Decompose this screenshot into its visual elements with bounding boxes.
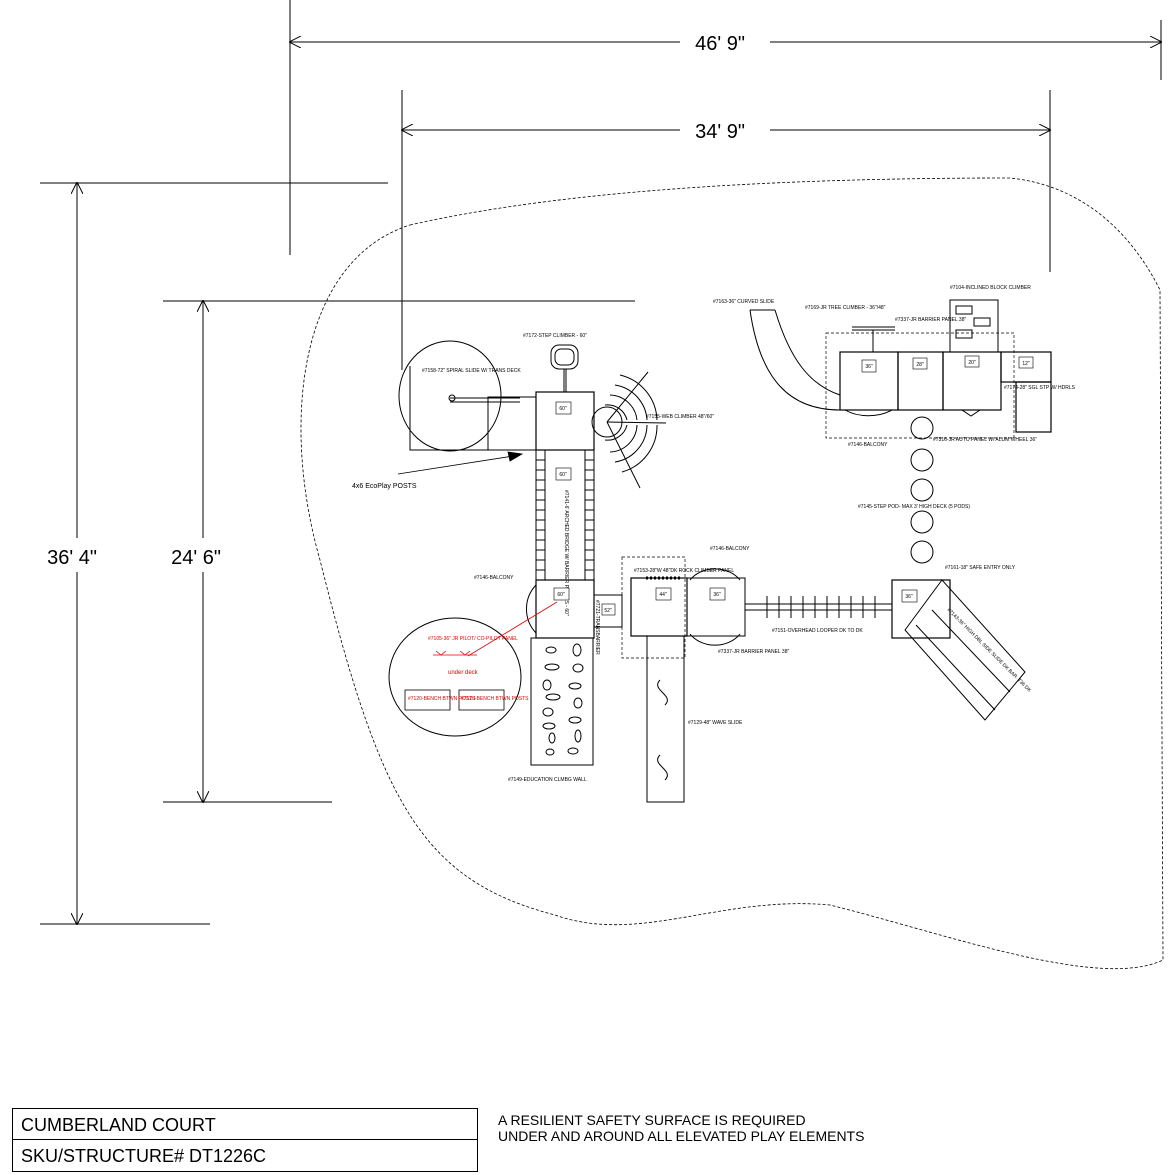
deck-tag-28 bbox=[912, 357, 928, 370]
top-decks bbox=[839, 351, 1052, 433]
wave-slide-label: #7129-48" WAVE SLIDE bbox=[688, 720, 743, 726]
rock-climber-zone bbox=[621, 556, 686, 659]
deck-tag-60b bbox=[553, 587, 570, 601]
step-pods bbox=[910, 416, 934, 564]
balcony-top-label: #7146-BALCONY bbox=[848, 442, 888, 448]
balcony-mid-label: #7146-BALCONY bbox=[710, 546, 750, 552]
transfer-deck bbox=[487, 396, 537, 451]
tree-climber-label: #7169-JR TREE CLIMBER - 36"/48" bbox=[805, 305, 886, 311]
deck-height-60b: 60" bbox=[557, 592, 565, 598]
auto-panel bbox=[960, 409, 982, 417]
overhead-looper bbox=[745, 596, 892, 618]
deck-height-36-mid: 36" bbox=[713, 592, 721, 598]
balcony-left bbox=[526, 584, 537, 634]
under-deck-leader bbox=[467, 601, 558, 657]
dimension-deck-depth bbox=[163, 301, 635, 802]
safety-notice-line-1: A RESILIENT SAFETY SURFACE IS REQUIRED bbox=[498, 1112, 806, 1128]
sku-number: SKU/STRUCTURE# DT1226C bbox=[21, 1146, 267, 1166]
safety-notice: A RESILIENT SAFETY SURFACE IS REQUIRED U… bbox=[498, 1112, 864, 1144]
rock-climber-deck bbox=[630, 577, 688, 637]
stairs-label: #7174-28" SGL STP W/ HDRLS bbox=[1004, 385, 1076, 391]
step-climber bbox=[550, 344, 579, 392]
jr-barrier-mid-label: #7337-JR BARRIER PANEL 38" bbox=[718, 649, 789, 655]
step-pods-label: #7145-STEP POD- MAX 3' HIGH DECK (5 PODS… bbox=[858, 504, 970, 510]
deck-height-tag bbox=[555, 401, 572, 415]
bench-1 bbox=[404, 689, 451, 711]
deck-tag-52 bbox=[601, 603, 616, 616]
dimension-overall-width bbox=[290, 0, 1161, 255]
safe-entry-deck bbox=[891, 579, 951, 639]
balcony-mid bbox=[686, 568, 746, 646]
double-slide bbox=[904, 579, 1026, 721]
dimension-deck-width bbox=[402, 90, 1050, 370]
arched-bridge-label: #7141-6' ARCHED BRIDGE W/ BARRIER PANELS… bbox=[563, 490, 569, 616]
under-deck-callout bbox=[388, 617, 522, 737]
arched-bridge bbox=[535, 449, 595, 581]
education-climbing-wall bbox=[530, 637, 594, 766]
double-slide-label: #7143-36" HIGH DBL SIDE SLIDE DK BAR. T3… bbox=[946, 607, 1033, 694]
balcony-top bbox=[844, 409, 893, 417]
pilot-panel-label: #7105-36" JR PILOT/ CO-PILOT PANEL bbox=[428, 636, 518, 642]
bench-2 bbox=[458, 689, 505, 711]
overhead-looper-label: #7151-OVERHEAD LOOPER DK TO DK bbox=[772, 628, 863, 634]
deck-height-28: 28" bbox=[916, 362, 924, 368]
web-climber-label: #7155-WEB CLIMBER 48"/60" bbox=[646, 414, 714, 420]
wave-slide bbox=[646, 635, 685, 803]
deck-height-60: 60" bbox=[559, 406, 567, 412]
inclined-block-climber bbox=[949, 299, 999, 353]
deck-tag-20 bbox=[964, 355, 980, 368]
transfer-step bbox=[593, 594, 623, 628]
pilot-panel-symbol bbox=[433, 650, 477, 656]
dim-overall-depth-label: 36' 4" bbox=[47, 547, 97, 569]
main-deck-top bbox=[535, 391, 595, 451]
safety-notice-line-2: UNDER AND AROUND ALL ELEVATED PLAY ELEME… bbox=[498, 1128, 865, 1144]
step-climber-label: #7172-STEP CLIMBER - 60" bbox=[523, 333, 587, 339]
posts-leader bbox=[397, 451, 524, 475]
deck-height-36-top: 36" bbox=[865, 364, 873, 370]
top-deck-zone bbox=[825, 332, 1015, 439]
dim-deck-width-label: 34' 9" bbox=[695, 121, 745, 143]
deck-height-12: 12" bbox=[1022, 361, 1030, 367]
web-climber bbox=[591, 371, 667, 489]
balcony-left-label: #7146-BALCONY bbox=[474, 575, 514, 581]
bench-2-label: #7120-BENCH BTWN POSTS bbox=[461, 696, 529, 702]
transfer-barrier-label: #7721-TRANSBARRIER bbox=[594, 600, 600, 655]
spiral-slide bbox=[398, 340, 520, 452]
tree-climber bbox=[852, 326, 895, 352]
education-wall-label: #7149-EDUCATION CLMBG WALL bbox=[508, 777, 587, 783]
posts-label: 4x6 EcoPlay POSTS bbox=[352, 483, 417, 490]
spiral-slide-label: #7158-72" SPIRAL SLIDE W/ TRANS DECK bbox=[422, 368, 521, 374]
safe-entry-label: #7161-18" SAFE ENTRY ONLY bbox=[945, 565, 1016, 571]
deck-height-44: 44" bbox=[659, 592, 667, 598]
bench-1-label: #7120-BENCH BTWN POSTS bbox=[408, 696, 476, 702]
bridge-height: 60" bbox=[559, 472, 567, 478]
rock-climber-label: #7153-28"W 48"DK ROCK CLIMBER PANEL bbox=[634, 568, 734, 574]
deck-tag-36-top bbox=[861, 359, 877, 373]
curved-slide bbox=[749, 309, 841, 411]
auto-panel-label: #7316-JR AUTO PANEL W/ ALUM WHEEL 36" bbox=[933, 437, 1037, 443]
deck-height-36-right: 36" bbox=[905, 594, 913, 600]
deck-height-52: 52" bbox=[604, 608, 612, 614]
jr-barrier-top-label: #7337-JR BARRIER PANEL 38" bbox=[895, 317, 966, 323]
title-block: CUMBERLAND COURT SKU/STRUCTURE# DT1226C bbox=[12, 1108, 478, 1172]
under-deck-label: under deck bbox=[448, 670, 479, 676]
dimension-overall-depth bbox=[40, 183, 388, 924]
curved-slide-label: #7163-36" CURVED SLIDE bbox=[713, 299, 775, 305]
deck-height-20: 20" bbox=[968, 360, 976, 366]
dim-deck-depth-label: 24' 6" bbox=[171, 547, 221, 569]
inclined-climber-label: #7104-INCLINED BLOCK CLIMBER bbox=[950, 285, 1031, 291]
project-name: CUMBERLAND COURT bbox=[13, 1109, 477, 1140]
dim-overall-width-label: 46' 9" bbox=[695, 33, 745, 55]
deck-tag-44 bbox=[655, 587, 672, 601]
deck-tag-12 bbox=[1018, 356, 1034, 369]
use-zone-boundary bbox=[300, 177, 1164, 970]
